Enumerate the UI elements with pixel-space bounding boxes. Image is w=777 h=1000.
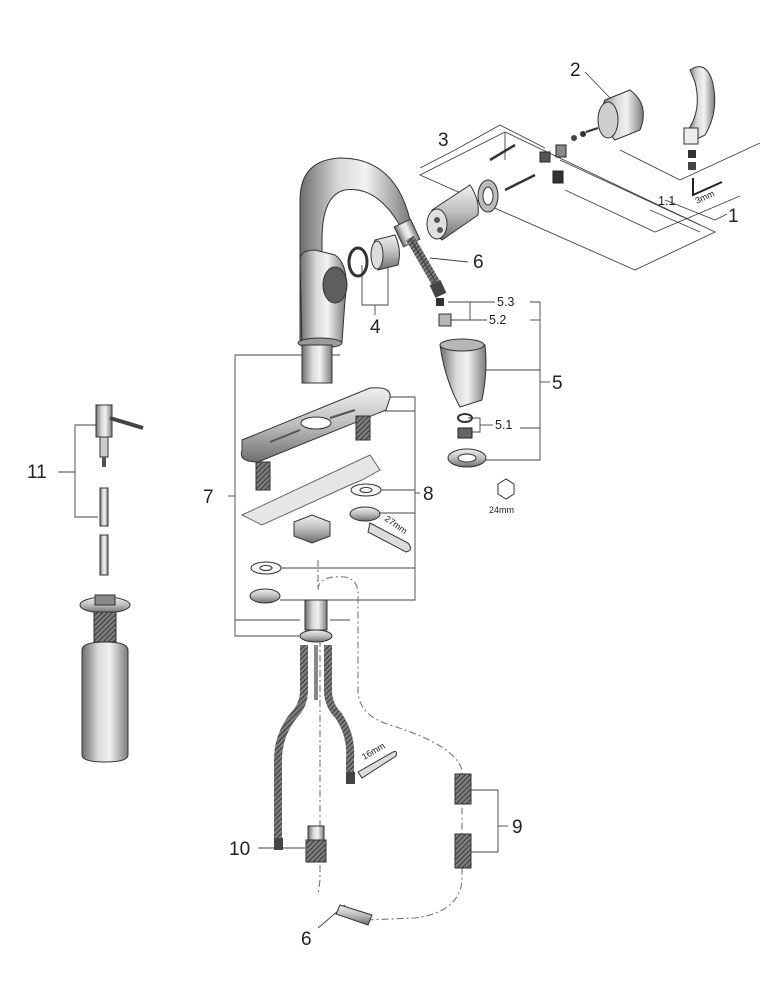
hose-weights xyxy=(454,773,472,869)
pull-down-hose xyxy=(406,235,447,298)
hose-end-fitting xyxy=(335,904,373,926)
label-3: 3 xyxy=(438,130,449,151)
deck-plate-assembly xyxy=(240,344,412,643)
label-1-1: 1.1 xyxy=(658,194,675,208)
label-2: 2 xyxy=(570,60,581,81)
handle-sleeve xyxy=(597,89,644,141)
label-4: 4 xyxy=(370,317,381,338)
label-5-1: 5.1 xyxy=(495,418,512,432)
label-hex-size: 24mm xyxy=(489,505,514,515)
leader-lines xyxy=(58,71,761,929)
faucet-body xyxy=(297,157,421,349)
label-11: 11 xyxy=(27,462,47,483)
quick-connector xyxy=(305,825,327,863)
label-5-2: 5.2 xyxy=(489,313,506,327)
hose-route-dashed xyxy=(317,560,463,921)
cartridge xyxy=(426,127,599,241)
retaining-nut-and-oring xyxy=(347,234,400,278)
label-7: 7 xyxy=(203,487,214,508)
soap-dispenser xyxy=(79,404,144,763)
supply-hoses xyxy=(274,645,398,850)
label-9: 9 xyxy=(512,817,523,838)
label-5: 5 xyxy=(552,373,563,394)
lever-handle xyxy=(683,66,723,197)
center-axis-dashed xyxy=(317,640,321,896)
label-1: 1 xyxy=(728,206,739,227)
spray-head xyxy=(436,298,515,500)
label-6-top: 6 xyxy=(473,252,484,273)
label-8: 8 xyxy=(423,484,434,505)
label-10: 10 xyxy=(229,839,250,860)
label-5-3: 5.3 xyxy=(497,295,514,309)
label-allen-key-size: 3mm xyxy=(694,188,716,206)
label-6-bottom: 6 xyxy=(301,929,312,950)
